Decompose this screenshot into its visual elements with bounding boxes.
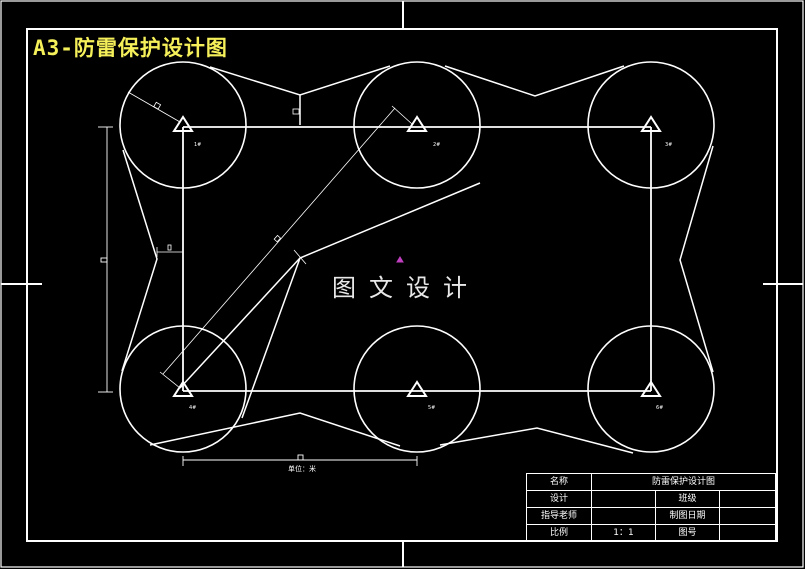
drawing-title: A3-防雷保护设计图 — [33, 36, 228, 60]
node-label: 3# — [665, 142, 673, 148]
protection-circles — [119, 61, 715, 453]
lightning-rod-icon — [406, 115, 428, 132]
label-cell: 指导老师 — [526, 507, 592, 525]
node-label: 2# — [433, 142, 441, 148]
lightning-rod-icon — [640, 380, 662, 397]
value-cell: 1：1 — [591, 524, 656, 542]
lightning-rod-icon — [172, 380, 194, 397]
protection-envelope — [121, 65, 714, 454]
node-label: 4# — [189, 405, 197, 411]
label-cell: 班级 — [655, 490, 720, 508]
lightning-rod-icon — [172, 115, 194, 132]
value-cell — [719, 507, 776, 525]
label-cell: 比例 — [526, 524, 592, 542]
node-label: 1# — [194, 142, 202, 148]
value-cell — [719, 524, 776, 542]
dim-marker — [292, 108, 300, 115]
ucs-marker-icon — [396, 256, 404, 263]
bottom-dimension — [182, 454, 418, 466]
value-cell — [719, 490, 776, 508]
lightning-rod-icons — [172, 115, 662, 397]
label-cell: 设计 — [526, 490, 592, 508]
label-cell: 名称 — [526, 473, 592, 491]
lightning-rod-icon — [406, 380, 428, 397]
label-cell: 制图日期 — [655, 507, 720, 525]
building-outline — [182, 126, 652, 392]
unit-label: 单位：米 — [288, 465, 316, 473]
title-block: 名称 防雷保护设计图 设计 班级 指导老师 制图日期 比例 1：1 图号 — [526, 473, 776, 542]
node-label: 6# — [656, 405, 664, 411]
value-cell — [591, 507, 656, 525]
diagonal-dimension — [159, 105, 413, 389]
value-cell: 防雷保护设计图 — [591, 473, 776, 491]
watermark-text: 图文设计 — [332, 274, 480, 302]
title-block-row: 比例 1：1 图号 — [526, 524, 776, 542]
label-cell: 图号 — [655, 524, 720, 542]
radius-dimension — [127, 91, 181, 123]
node-label: 5# — [428, 405, 436, 411]
lightning-rod-icon — [640, 115, 662, 132]
value-cell — [591, 490, 656, 508]
title-block-row: 指导老师 制图日期 — [526, 507, 776, 525]
title-block-row: 名称 防雷保护设计图 — [526, 473, 776, 491]
left-offset-dimension — [156, 244, 183, 257]
title-block-row: 设计 班级 — [526, 490, 776, 508]
left-vertical-dimension — [98, 126, 113, 393]
